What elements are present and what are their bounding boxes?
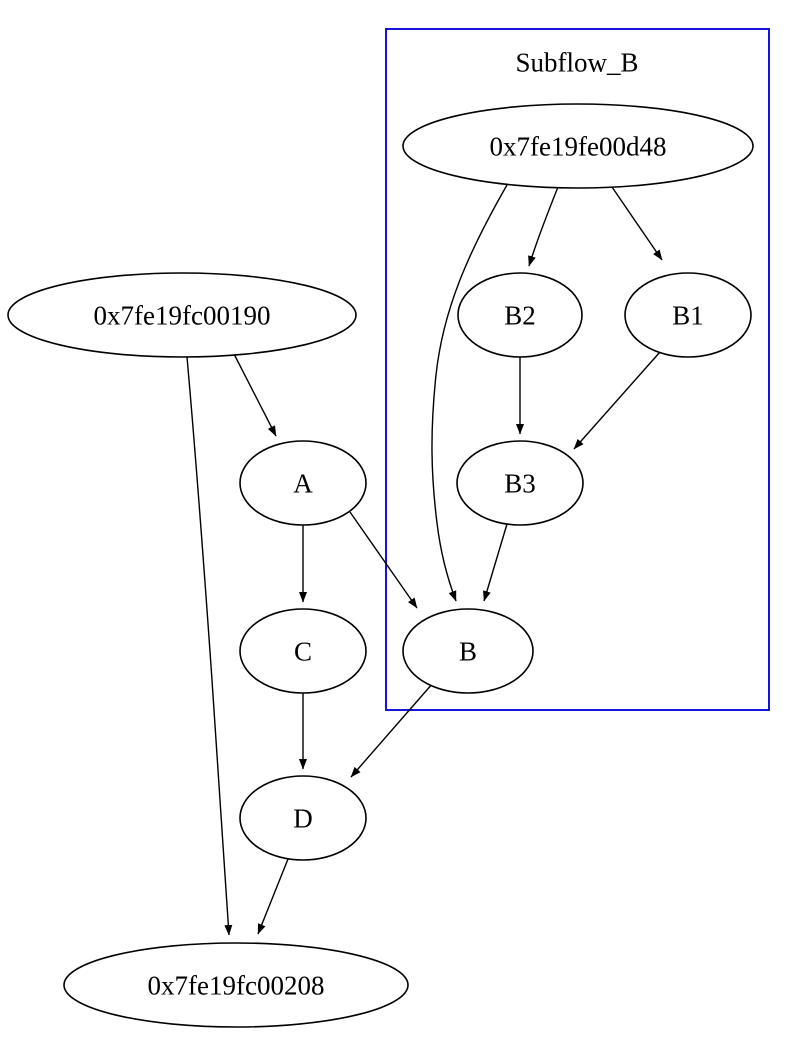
node-B3-label: B3	[504, 468, 536, 498]
node-fc00190: 0x7fe19fc00190	[7, 272, 357, 358]
cluster-subflow-b-box	[385, 28, 770, 711]
node-A: A	[239, 440, 367, 526]
node-fe00d48-ellipse	[402, 103, 754, 189]
edge-fe00d48-to-B2	[528, 186, 559, 267]
node-B: B	[402, 608, 534, 694]
node-fc00190-ellipse	[7, 272, 357, 358]
node-A-ellipse	[239, 440, 367, 526]
edge-fc00190-to-fc00208	[186, 356, 233, 936]
node-B3-ellipse	[456, 440, 584, 526]
edge-fc00190-to-A	[232, 351, 277, 437]
node-D-ellipse	[239, 775, 367, 861]
edge-D-to-fc00208	[257, 858, 289, 935]
edge-B3-to-B	[483, 523, 508, 602]
node-B3: B3	[456, 440, 584, 526]
node-B1-ellipse	[624, 272, 752, 358]
cluster-subflow-b-label: Subflow_B	[515, 47, 638, 77]
node-B2: B2	[457, 272, 583, 358]
node-C-label: C	[294, 636, 312, 666]
node-fe00d48: 0x7fe19fe00d48	[402, 103, 754, 189]
node-D-label: D	[293, 803, 313, 833]
node-D: D	[239, 775, 367, 861]
node-fc00208-ellipse	[63, 942, 409, 1028]
node-B-label: B	[459, 636, 477, 666]
node-B2-label: B2	[504, 300, 536, 330]
node-C-ellipse	[239, 608, 367, 694]
node-B-ellipse	[402, 608, 534, 694]
edge-B1-to-B3	[573, 351, 661, 450]
edge-B-to-D	[350, 682, 434, 778]
node-C: C	[239, 608, 367, 694]
node-fc00208-label: 0x7fe19fc00208	[148, 970, 325, 1000]
node-fc00190-label: 0x7fe19fc00190	[94, 300, 271, 330]
node-A-label: A	[293, 468, 313, 498]
node-B1-label: B1	[672, 300, 704, 330]
edge-fe00d48-to-B	[431, 184, 508, 602]
node-B1: B1	[624, 272, 752, 358]
node-fe00d48-label: 0x7fe19fe00d48	[490, 131, 667, 161]
edge-fe00d48-to-B1	[611, 186, 663, 261]
node-B2-ellipse	[457, 272, 583, 358]
node-fc00208: 0x7fe19fc00208	[63, 942, 409, 1028]
edge-A-to-B	[349, 511, 418, 609]
